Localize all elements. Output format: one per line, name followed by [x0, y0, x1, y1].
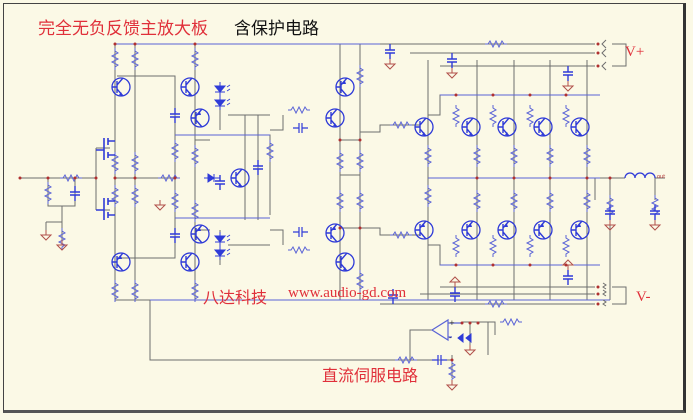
diagram-subtitle: 含保护电路 — [234, 19, 319, 39]
positive-rail-label: V+ — [625, 44, 645, 60]
svg-text:+: + — [449, 319, 455, 327]
diagram-title: 完全无负反馈主放大板 — [38, 19, 208, 39]
negative-rail-label: V- — [636, 289, 651, 305]
output-inductor: out — [624, 172, 665, 180]
input-jfets — [96, 138, 115, 220]
wires-gray — [20, 43, 665, 378]
servo-circuit-label: 直流伺服电路 — [322, 366, 419, 385]
wires-blue — [115, 43, 610, 301]
svg-text:out: out — [657, 174, 665, 180]
website-url: www.audio-gd.com — [288, 285, 407, 301]
rail-connectors — [601, 39, 607, 307]
svg-text:-: - — [449, 334, 452, 342]
schematic-frame — [3, 3, 686, 413]
leds — [214, 81, 231, 261]
resistors — [44, 40, 659, 383]
company-name: 八达科技 — [203, 288, 268, 307]
servo-opamp: + - — [430, 318, 462, 342]
diodes — [204, 173, 472, 344]
